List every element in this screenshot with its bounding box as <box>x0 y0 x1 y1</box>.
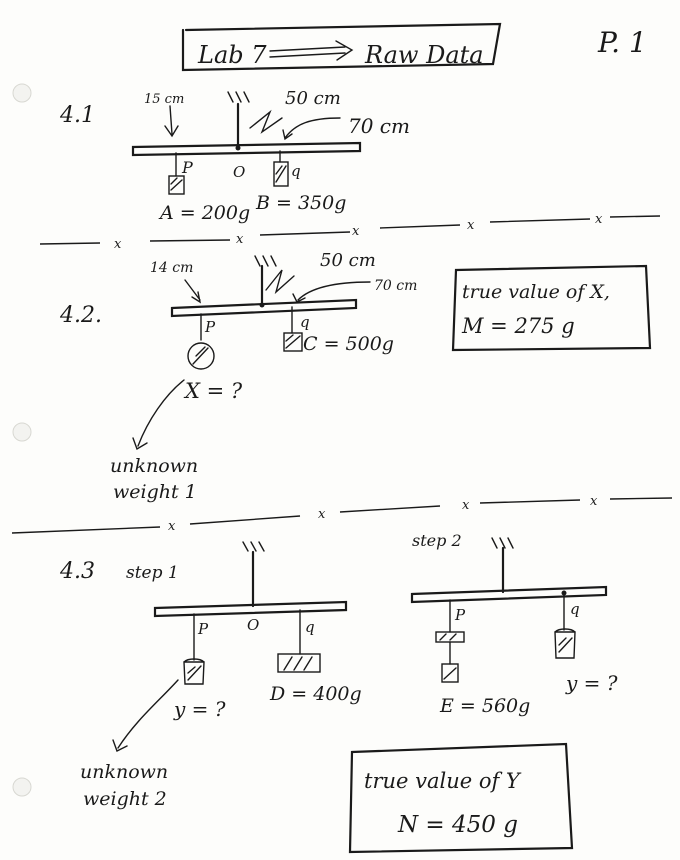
true-value-y: N = 450 g <box>397 812 518 838</box>
unknown-y-step2: y = ? <box>565 671 618 695</box>
separator-mark: x <box>462 498 470 513</box>
position-q-4-2: 70 cm <box>374 278 417 294</box>
binder-hole-top <box>12 83 32 103</box>
mass-c: C = 500g <box>303 333 394 355</box>
true-value-y-label: true value of Y <box>364 769 522 793</box>
meter-stick-4-1 <box>131 91 362 195</box>
meter-stick-4-3-step1 <box>112 541 348 752</box>
label-p-4-2: P <box>204 318 216 336</box>
label-q-4-3-step1: q <box>305 618 315 636</box>
meter-stick-4-2 <box>132 255 371 451</box>
separator-mark: x <box>467 218 475 233</box>
label-q-4-1: q <box>291 162 301 180</box>
binder-hole-middle <box>12 422 32 442</box>
mass-a: A = 200g <box>158 202 250 224</box>
separator-mark: x <box>590 494 598 509</box>
label-q-4-3-step2: q <box>570 600 580 618</box>
title-raw-data: Raw Data <box>364 41 484 69</box>
label-o-4-1: O <box>233 163 245 181</box>
step-2-label: step 2 <box>412 531 462 550</box>
unknown-weight-1-line2: weight 1 <box>113 481 197 503</box>
meter-stick-4-3-step2 <box>410 537 608 683</box>
separator-mark: x <box>318 507 326 522</box>
unknown-x: X = ? <box>183 379 243 403</box>
position-pivot-4-1: 50 cm <box>285 88 341 109</box>
label-p-4-3-step1: P <box>197 620 209 638</box>
separator-1 <box>39 215 661 245</box>
separator-mark: x <box>114 237 122 252</box>
section-4-1-label: 4.1 <box>59 103 95 128</box>
label-o-4-3: O <box>247 616 259 634</box>
title-arrow <box>269 40 354 61</box>
unknown-weight-2-line1: unknown <box>80 761 168 783</box>
label-p-4-1: P <box>181 158 193 177</box>
mass-d: D = 400g <box>269 683 362 705</box>
section-4-3-label: 4.3 <box>59 559 95 584</box>
title-lab: Lab 7 <box>197 41 267 69</box>
section-4-2-label: 4.2. <box>59 303 102 328</box>
true-value-x: M = 275 g <box>461 314 575 338</box>
separator-mark: x <box>236 232 244 247</box>
true-value-x-label: true value of X, <box>462 281 610 303</box>
page-number: P. 1 <box>597 26 647 59</box>
true-value-x-box <box>451 264 652 352</box>
separator-mark: x <box>352 224 360 239</box>
binder-hole-bottom <box>12 777 32 797</box>
mass-e: E = 560g <box>439 695 530 717</box>
position-pivot-4-2: 50 cm <box>320 250 376 271</box>
separator-mark: x <box>595 212 603 227</box>
position-q-4-1: 70 cm <box>348 114 410 138</box>
unknown-y-step1: y = ? <box>173 697 226 721</box>
mass-b: B = 350g <box>255 192 346 214</box>
position-p-4-1: 15 cm <box>144 92 184 107</box>
step-1-label: step 1 <box>126 563 179 583</box>
label-p-4-3-step2: P <box>454 606 466 624</box>
unknown-weight-1-line1: unknown <box>110 455 198 477</box>
title-box <box>181 22 502 72</box>
separator-2 <box>11 497 673 534</box>
position-p-4-2: 14 cm <box>150 260 193 276</box>
unknown-weight-2-line2: weight 2 <box>83 788 167 810</box>
true-value-y-box <box>348 742 574 854</box>
label-q-4-2: q <box>300 313 310 331</box>
separator-mark: x <box>168 519 176 534</box>
